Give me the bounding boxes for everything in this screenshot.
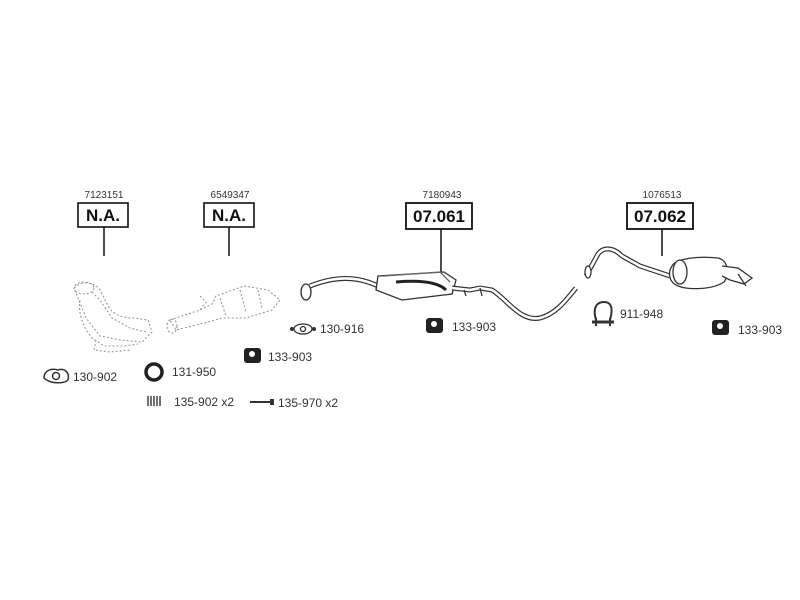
part-label-133-903-a: 133-903 bbox=[268, 350, 312, 364]
code-box-catalytic-converter bbox=[203, 202, 255, 228]
part-label-135-902: 135-902 x2 bbox=[174, 395, 234, 409]
code-middle-silencer: 07.061 bbox=[413, 207, 465, 226]
part-label-133-903-c: 133-903 bbox=[738, 323, 782, 337]
callout-rear-silencer[interactable]: 1076513 07.062 bbox=[626, 190, 694, 256]
catalytic-converter-drawing bbox=[166, 285, 281, 334]
clamp-911-948-icon bbox=[592, 300, 614, 326]
middle-silencer-drawing bbox=[300, 271, 578, 321]
code-rear-silencer: 07.062 bbox=[634, 207, 686, 226]
part-label-131-950: 131-950 bbox=[172, 365, 216, 379]
code-front-pipe: N.A. bbox=[86, 206, 120, 225]
part-label-130-916: 130-916 bbox=[320, 322, 364, 336]
part-label-133-903-b: 133-903 bbox=[452, 320, 496, 334]
code-catalytic-converter: N.A. bbox=[212, 206, 246, 225]
callout-middle-silencer[interactable]: 7180943 07.061 bbox=[405, 190, 473, 280]
part-label-911-948: 911-948 bbox=[620, 307, 663, 321]
oem-number-rear-silencer: 1076513 bbox=[643, 190, 682, 201]
callout-catalytic-converter[interactable]: 6549347 N.A. bbox=[203, 190, 255, 256]
rear-silencer-drawing bbox=[583, 246, 754, 290]
gasket-130-916-icon bbox=[289, 323, 317, 335]
rubber-mount-icon bbox=[244, 348, 261, 363]
bolt-135-970-icon bbox=[250, 399, 274, 405]
callout-front-pipe[interactable]: 7123151 N.A. bbox=[77, 190, 129, 256]
rubber-mount-icon bbox=[426, 318, 443, 333]
rubber-mount-icon bbox=[712, 320, 729, 335]
code-box-middle-silencer bbox=[405, 202, 473, 230]
part-label-130-902: 130-902 bbox=[73, 370, 117, 384]
ring-131-950-icon bbox=[144, 362, 164, 382]
part-label-135-970: 135-970 x2 bbox=[278, 396, 338, 410]
gasket-130-902-icon bbox=[43, 368, 70, 384]
front-pipe-drawing bbox=[73, 281, 153, 353]
oem-number-front-pipe: 7123151 bbox=[85, 190, 124, 201]
code-box-rear-silencer bbox=[626, 202, 694, 230]
oem-number-middle-silencer: 7180943 bbox=[423, 190, 462, 201]
spring-135-902-icon bbox=[147, 396, 161, 406]
code-box-front-pipe bbox=[77, 202, 129, 228]
oem-number-catalytic-converter: 6549347 bbox=[211, 190, 250, 201]
